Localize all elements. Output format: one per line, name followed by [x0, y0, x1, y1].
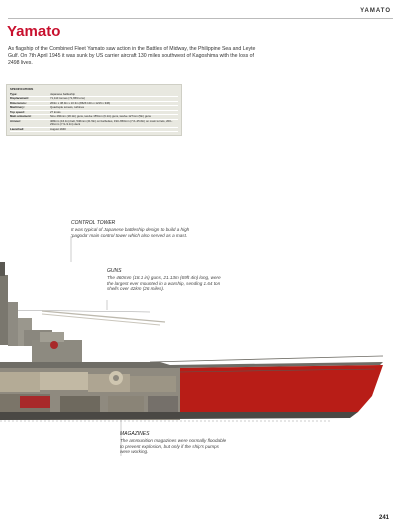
deck-sheer-line	[149, 355, 384, 363]
specifications-heading: SPECIFICATIONS	[10, 87, 34, 91]
spec-row: Launched:August 1940	[10, 127, 178, 132]
page-number: 241	[378, 515, 389, 521]
spec-key: Displacement:	[10, 96, 50, 102]
guns-leader-line-horizontal	[0, 309, 151, 313]
header-rule	[8, 18, 393, 19]
spec-key: Armour:	[10, 119, 50, 128]
spec-row: Type:Japanese battleship	[10, 92, 178, 97]
callout-label: MAGAZINES	[120, 431, 150, 437]
spec-key: Top speed:	[10, 110, 50, 115]
spec-row: Armour:408mm (16.1in) belt, 546mm (21.5i…	[10, 119, 178, 128]
spec-row: Main armament:Nine 460mm (18.1in) guns, …	[10, 114, 178, 120]
specifications-box: SPECIFICATIONS Type:Japanese battleship …	[6, 84, 182, 136]
guns-callout: GUNS The 460mm (18.1 in) guns, 21.13m (6…	[107, 268, 222, 292]
hull-waterline-red	[180, 365, 383, 412]
specifications-table: Type:Japanese battleship Displacement:71…	[10, 92, 178, 133]
control-tower-callout: CONTROL TOWER It was typical of Japanese…	[71, 220, 191, 238]
article-title: Yamato	[7, 23, 61, 40]
main-gun-barrel	[41, 310, 166, 323]
spec-value: Japanese battleship	[50, 92, 178, 97]
waterline-stripe	[179, 368, 376, 373]
running-head: YAMATO	[360, 8, 391, 14]
spec-row: Machinery:Quadruple screws, turbines	[10, 105, 178, 111]
spec-value: 263m x 38.9m x 10.3m (862ft 10in x 121ft…	[50, 101, 178, 106]
spec-row: Top speed:27 knots	[10, 110, 178, 115]
spec-key: Main armament:	[10, 114, 50, 120]
spec-value: 408mm (16.1in) belt, 546mm (21.5in) on b…	[50, 119, 178, 128]
spec-value: 27 knots	[50, 110, 178, 115]
spec-value: Nine 460mm (18.1in) guns, twelve 155mm (…	[50, 114, 178, 120]
callout-text: It was typical of Japanese battleship de…	[71, 226, 190, 238]
spec-key: Machinery:	[10, 105, 50, 111]
callout-text: The 460mm (18.1 in) guns, 21.13m (69ft 4…	[107, 274, 221, 292]
callout-label: CONTROL TOWER	[71, 220, 116, 226]
magazines-callout: MAGAZINES The ammunition magazines were …	[120, 431, 228, 455]
spec-key: Dimensions:	[10, 101, 50, 106]
spec-key: Type:	[10, 92, 50, 97]
main-gun-barrel	[41, 313, 161, 326]
spec-row: Dimensions:263m x 38.9m x 10.3m (862ft 1…	[10, 101, 178, 106]
spec-value: August 1940	[50, 127, 178, 132]
callout-label: GUNS	[107, 268, 122, 274]
spec-value: 71,110 tonnes (71,659 tons)	[50, 96, 178, 102]
intro-paragraph: As flagship of the Combined Fleet Yamato…	[8, 46, 256, 66]
spec-key: Launched:	[10, 127, 50, 132]
cutaway-interior	[0, 368, 180, 420]
deck-edge	[0, 362, 383, 368]
callout-text: The ammunition magazines were normally f…	[120, 437, 227, 455]
keel	[0, 412, 358, 420]
forward-turret	[32, 332, 82, 364]
spec-value: Quadruple screws, turbines	[50, 105, 178, 111]
spec-row: Displacement:71,110 tonnes (71,659 tons)	[10, 96, 178, 102]
